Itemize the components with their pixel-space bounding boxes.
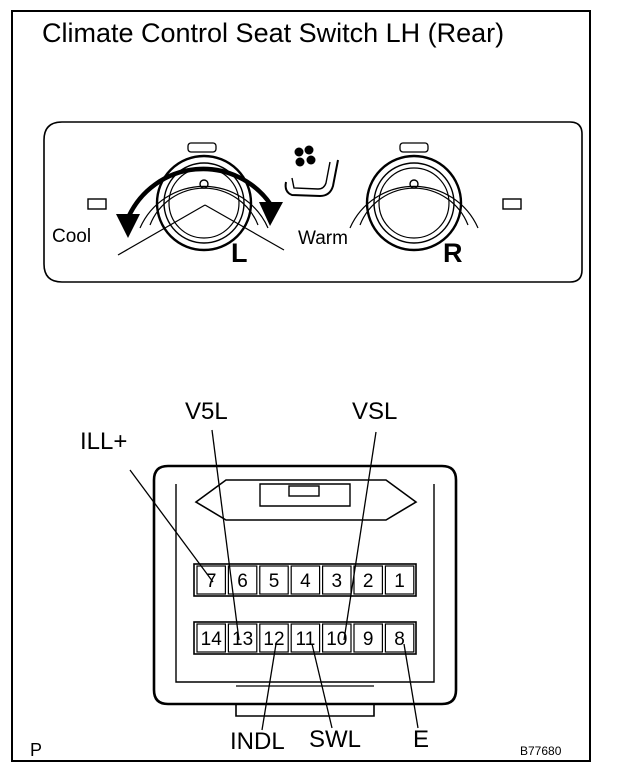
pin-cell bbox=[196, 565, 226, 595]
pin-number: 4 bbox=[300, 571, 311, 592]
pin-cell bbox=[196, 623, 226, 653]
right-temperature-knob bbox=[349, 142, 479, 252]
page-marker: P bbox=[30, 740, 43, 760]
pin-cell bbox=[384, 623, 415, 653]
callout-indl: INDL bbox=[230, 728, 285, 755]
pin-number: 14 bbox=[201, 629, 223, 650]
pin-cell bbox=[353, 565, 383, 595]
pin-cell bbox=[353, 623, 383, 653]
callout-v5l: V5L bbox=[185, 398, 228, 425]
switch-panel bbox=[43, 121, 583, 283]
pin-number: 10 bbox=[326, 629, 347, 650]
callout-ill-plus: ILL+ bbox=[80, 428, 128, 455]
pin-number: 12 bbox=[263, 629, 284, 650]
pin-cell bbox=[290, 623, 321, 653]
pin-number: 7 bbox=[206, 571, 217, 592]
pin-cell bbox=[227, 623, 258, 653]
pin-number: 3 bbox=[332, 571, 343, 592]
diagram-frame bbox=[11, 10, 591, 762]
callout-leader-lines bbox=[129, 429, 419, 731]
seat-heater-icon bbox=[284, 145, 339, 198]
connector-housing bbox=[152, 464, 458, 717]
right-side-indicator bbox=[502, 198, 522, 210]
rotation-arrow-icon bbox=[116, 166, 283, 238]
left-knob-label: L bbox=[231, 238, 248, 268]
pin-number: 11 bbox=[296, 629, 316, 650]
left-temperature-knob bbox=[117, 142, 285, 256]
pin-number: 8 bbox=[394, 629, 405, 650]
pin-number: 2 bbox=[363, 571, 374, 592]
callout-vsl: VSL bbox=[352, 398, 398, 425]
callout-swl: SWL bbox=[309, 726, 362, 753]
callout-e: E bbox=[413, 726, 430, 753]
figure-code: B77680 bbox=[520, 744, 562, 758]
cool-label: Cool bbox=[52, 226, 92, 247]
diagram-title: Climate Control Seat Switch LH (Rear) bbox=[42, 18, 505, 48]
right-knob-label: R bbox=[443, 238, 463, 268]
pin-number: 6 bbox=[237, 571, 248, 592]
pin-number: 9 bbox=[363, 629, 374, 650]
pin-number: 1 bbox=[394, 571, 405, 592]
left-side-indicator bbox=[87, 198, 107, 210]
warm-label: Warm bbox=[298, 228, 348, 249]
pin-cell bbox=[322, 565, 352, 595]
pin-number: 5 bbox=[269, 571, 280, 592]
pin-cell bbox=[322, 623, 352, 653]
pin-cell bbox=[384, 565, 415, 595]
pin-cell bbox=[290, 565, 321, 595]
pin-cell bbox=[259, 623, 289, 653]
pin-cell bbox=[227, 565, 258, 595]
pin-cell bbox=[259, 565, 289, 595]
pin-number: 13 bbox=[232, 629, 253, 650]
